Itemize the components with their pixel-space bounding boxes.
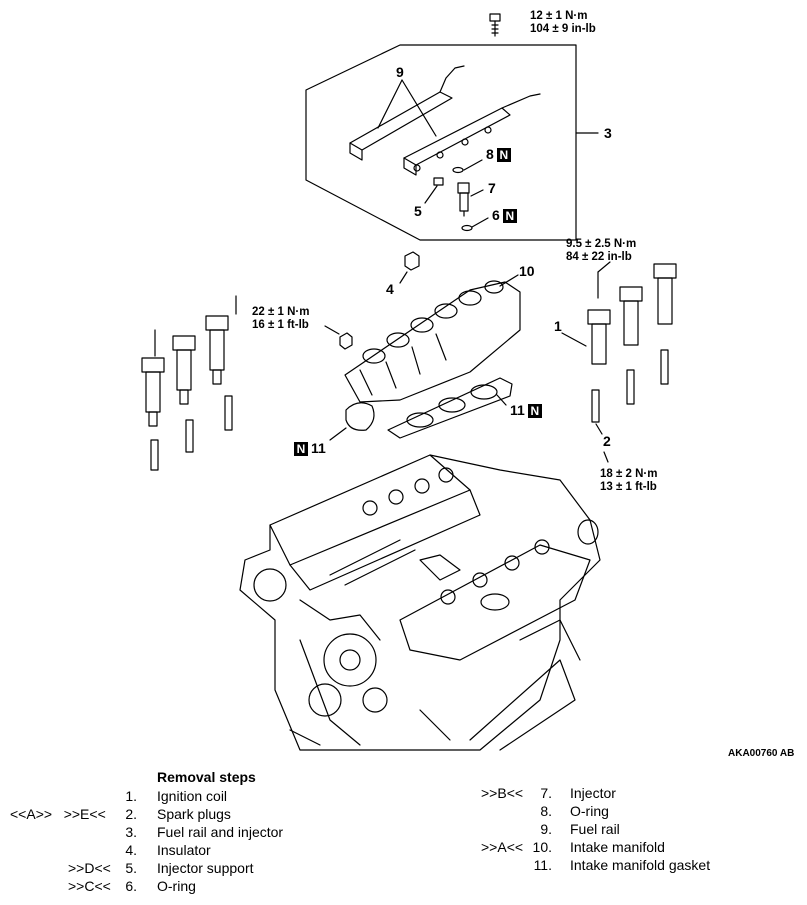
- step-number: 3.: [125, 824, 137, 840]
- torque-coil-bolt: 9.5 ± 2.5 N·m 84 ± 22 in-lb: [566, 238, 636, 264]
- step-codes: >>D<<: [68, 860, 111, 876]
- step-codes: >>C<<: [68, 878, 111, 894]
- step-name: Ignition coil: [157, 788, 228, 804]
- callout-7: 7: [488, 180, 496, 196]
- callout-9: 9: [396, 64, 404, 80]
- callout-6-number: 6: [492, 207, 500, 223]
- callout-4: 4: [386, 281, 394, 297]
- step-row: >>A<< 10. Intake manifold: [0, 838, 807, 856]
- step-row: >>D<< 5. Injector support: [0, 859, 400, 877]
- intake-manifold-icon: [344, 274, 521, 403]
- ignition-coil-icon: [561, 261, 677, 365]
- step-number: 6.: [125, 878, 137, 894]
- figure-id-code: AKA00760: [728, 748, 778, 759]
- o-ring-icon: [452, 159, 489, 232]
- step-number: 7.: [540, 785, 552, 801]
- step-row: 9. Fuel rail: [0, 820, 807, 838]
- new-part-badge: N: [527, 404, 542, 418]
- fuel-rail-detail-box: [305, 44, 577, 241]
- step-number: 11.: [533, 857, 552, 873]
- step-row: >>B<< 7. Injector: [0, 784, 807, 802]
- callout-11-number: 11: [510, 402, 525, 418]
- step-name: Injector: [570, 785, 616, 801]
- step-row: 4. Insulator: [0, 841, 400, 859]
- callout-11-number: 11: [311, 440, 326, 456]
- torque-imperial: 84 ± 22 in-lb: [566, 251, 632, 263]
- step-row: 1. Ignition coil: [0, 787, 400, 805]
- new-part-badge: N: [502, 209, 517, 223]
- fuel-rail-icon: [349, 65, 541, 176]
- torque-nm: 18 ± 2 N·m: [600, 468, 658, 480]
- step-row: 11. Intake manifold gasket: [0, 856, 807, 874]
- torque-imperial: 13 ± 1 ft-lb: [600, 481, 657, 493]
- step-number: 4.: [125, 842, 137, 858]
- injector-support-icon: [424, 177, 444, 204]
- torque-spark-plug: 18 ± 2 N·m 13 ± 1 ft-lb: [600, 468, 657, 494]
- torque-fuel-rail-bolt: 12 ± 1 N·m 104 ± 9 in-lb: [530, 10, 596, 36]
- torque-imperial: 16 ± 1 ft-lb: [252, 319, 309, 331]
- step-codes: >>B<<: [481, 785, 524, 801]
- new-part-badge: N: [294, 442, 308, 456]
- new-part-badge: N: [496, 148, 511, 162]
- step-name: Fuel rail: [570, 821, 620, 837]
- step-name: Fuel rail and injector: [157, 824, 284, 840]
- callout-5: 5: [414, 203, 422, 219]
- manifold-nut-icon: [324, 325, 353, 350]
- torque-nm: 12 ± 1 N·m: [530, 10, 588, 22]
- step-codes: <<A>> >>E<<: [10, 806, 106, 822]
- torque-imperial: 104 ± 9 in-lb: [530, 23, 596, 35]
- callout-10: 10: [519, 263, 535, 279]
- step-codes: >>A<<: [481, 839, 524, 855]
- step-number: 5.: [125, 860, 137, 876]
- intake-manifold-gasket-icon: [329, 377, 513, 441]
- step-number: 9.: [540, 821, 552, 837]
- step-name: O-ring: [570, 803, 609, 819]
- spark-plug-icon: [591, 349, 669, 463]
- step-name: Spark plugs: [157, 806, 231, 822]
- step-row: <<A>> >>E<< 2. Spark plugs: [0, 805, 400, 823]
- step-name: Insulator: [157, 842, 211, 858]
- step-number: 10.: [532, 839, 552, 855]
- step-row: 8. O-ring: [0, 802, 807, 820]
- step-name: Intake manifold: [570, 839, 665, 855]
- torque-nm: 22 ± 1 N·m: [252, 306, 310, 318]
- removal-steps-title: Removal steps: [157, 769, 256, 785]
- fuel-rail-bolt-icon: [489, 13, 501, 37]
- figure-id-suffix: AB: [779, 748, 795, 759]
- step-name: Intake manifold gasket: [570, 857, 711, 873]
- step-number: 8.: [540, 803, 552, 819]
- spark-plug-icon: [150, 395, 233, 471]
- callout-1: 1: [554, 318, 562, 334]
- step-name: Injector support: [157, 860, 254, 876]
- callout-2: 2: [603, 433, 611, 449]
- step-row: 3. Fuel rail and injector: [0, 823, 400, 841]
- injector-icon: [457, 182, 484, 217]
- torque-manifold-nut: 22 ± 1 N·m 16 ± 1 ft-lb: [252, 306, 309, 332]
- figure-id: AKA00760 AB: [728, 748, 794, 759]
- step-number: 1.: [125, 788, 137, 804]
- step-name: O-ring: [157, 878, 196, 894]
- exploded-diagram: [141, 13, 677, 751]
- callout-3: 3: [604, 125, 612, 141]
- callout-8-number: 8: [486, 146, 494, 162]
- torque-nm: 9.5 ± 2.5 N·m: [566, 238, 637, 250]
- insulator-icon: [399, 251, 420, 284]
- engine-block-icon: [239, 454, 601, 751]
- ignition-coil-icon: [141, 295, 237, 427]
- step-row: >>C<< 6. O-ring: [0, 877, 400, 895]
- step-number: 2.: [125, 806, 137, 822]
